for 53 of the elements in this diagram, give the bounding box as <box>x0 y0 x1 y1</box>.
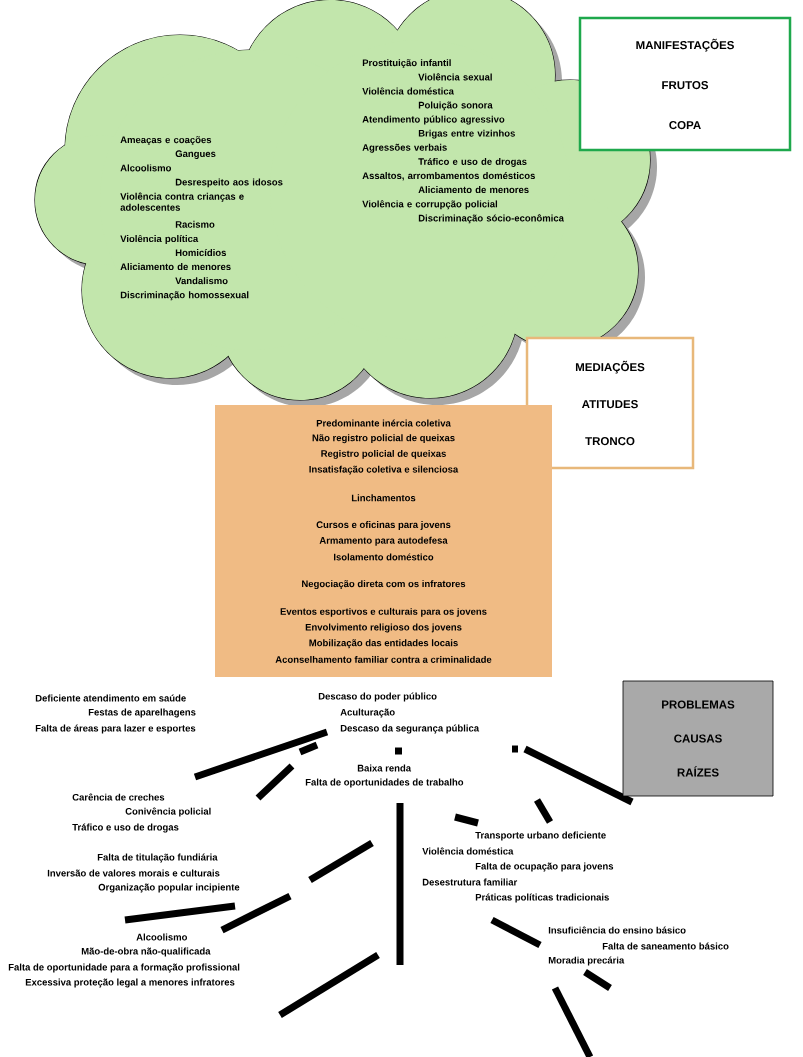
node-label: Discriminação sócio-econômica <box>418 214 564 224</box>
root-label: Baixa renda <box>357 764 412 772</box>
root-label: Conivência policial <box>125 807 211 817</box>
node-label: Desrespeito aos idosos <box>175 178 283 188</box>
title-box: MEDIAÇÕES ATITUDES TRONCO <box>525 336 695 470</box>
node-label: Violência doméstica <box>362 87 454 95</box>
node-label: Assaltos, arrombamentos domésticos <box>362 172 535 181</box>
root-label: Aculturação <box>340 708 395 718</box>
root-label: Falta de ocupação para jovens <box>475 862 614 872</box>
root-label: Falta de oportunidade para a formação profissional <box>8 963 240 973</box>
root-label: Alcoolismo <box>136 933 188 941</box>
root-label: Falta de áreas para lazer e esportes <box>35 724 196 734</box>
node-label: Racismo <box>175 220 215 228</box>
root-label: Falta de oportunidades de trabalho <box>305 778 464 788</box>
node-label: Poluição sonora <box>418 101 493 111</box>
node-label: Violência política <box>120 234 199 244</box>
root-label: Práticas políticas tradicionais <box>475 893 609 903</box>
node-label: Agressões verbais <box>362 143 447 153</box>
title-box: MANIFESTAÇÕES FRUTOS COPA <box>578 16 792 152</box>
root-label: Descaso do poder público <box>318 692 437 702</box>
node-label: Violência sexual <box>418 73 492 81</box>
node-label: Prostituição infantil <box>362 59 451 69</box>
node-label: Gangues <box>175 150 216 159</box>
root-label: Moradia precária <box>548 956 625 966</box>
root-label: Descaso da segurança pública <box>340 724 480 734</box>
title-box: PROBLEMAS CAUSAS RAÍZES <box>622 680 774 797</box>
node-label: Violência contra crianças e adolescentes <box>120 192 244 211</box>
node-label: Alcoolismo <box>120 164 172 172</box>
root-label: Falta de titulação fundiária <box>97 853 218 863</box>
node-label: Atendimento público agressivo <box>362 115 505 125</box>
root-label: Insuficiência do ensino básico <box>548 926 686 934</box>
node-label: Tráfico e uso de drogas <box>418 157 527 167</box>
root-label: Excessiva proteção legal a menores infratores <box>25 978 235 988</box>
root-label: Deficiente atendimento em saúde <box>35 694 186 702</box>
root-label: Inversão de valores morais e culturais <box>47 869 220 877</box>
node-label: Homicídios <box>175 249 227 257</box>
root-label: Desestrutura familiar <box>422 878 518 886</box>
root-label: Mão-de-obra não-qualificada <box>81 947 211 957</box>
root-label: Carência de creches <box>72 793 165 801</box>
root-label: Tráfico e uso de drogas <box>72 823 179 833</box>
node-label: Discriminação homossexual <box>120 291 249 301</box>
root-label: Falta de saneamento básico <box>602 942 729 950</box>
node-label: Vandalismo <box>175 277 228 285</box>
root-label: Festas de aparelhagens <box>88 708 196 718</box>
node-label: Brigas entre vizinhos <box>418 129 515 139</box>
node-label: Aliciamento de menores <box>418 186 529 194</box>
trunk-box: Predominante inércia coletiva Não registro policial de queixas Registro policial de queixas Insatisfação coletiva e silenciosa Linchamentos Cursos e oficinas para jovens Armamento para autodefesa Isolamento doméstico Negociação direta com os infratores Eventos esportivos e culturais para os jovens Envolvimento religioso dos jovens Mobilização das entidades locais Aconselhamento familiar contra a criminalidade <box>215 405 552 677</box>
node-label: Ameaças e coações <box>120 136 212 146</box>
root-label: Violência doméstica <box>422 847 514 855</box>
node-label: Aliciamento de menores <box>120 263 231 271</box>
root-label: Organização popular incipiente <box>98 883 240 893</box>
root-label: Transporte urbano deficiente <box>475 831 606 841</box>
node-label: Violência e corrupção policial <box>362 200 498 210</box>
